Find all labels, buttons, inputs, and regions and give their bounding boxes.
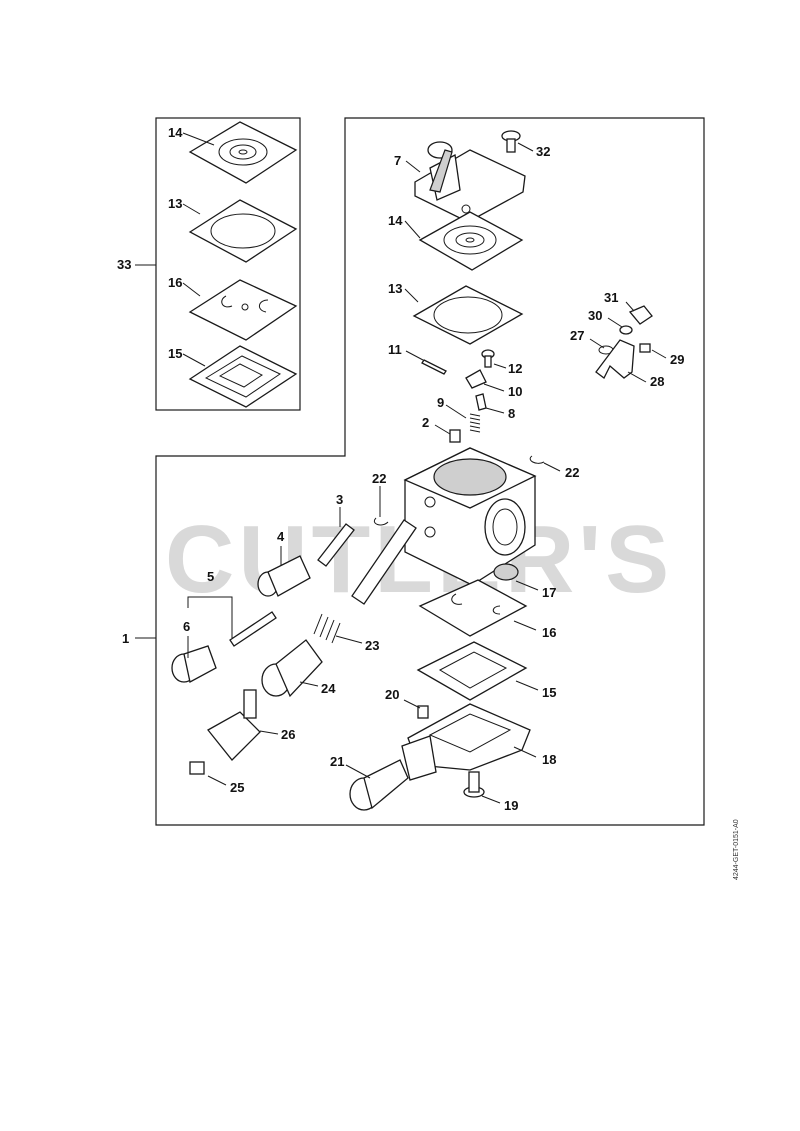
- pin-29: [639, 343, 651, 353]
- label-30: 30: [588, 308, 602, 323]
- label-18: 18: [542, 752, 556, 767]
- screw-32: [501, 130, 521, 153]
- label-17: 17: [542, 585, 556, 600]
- label-21: 21: [330, 754, 344, 769]
- kit-diaphragm-14: [188, 121, 298, 184]
- label-1: 1: [122, 631, 129, 646]
- screw-19: [463, 771, 485, 798]
- washer-30: [619, 325, 633, 335]
- label-19: 19: [504, 798, 518, 813]
- screw-12: [481, 349, 495, 368]
- label-15: 15: [542, 685, 556, 700]
- screw-25: [189, 761, 205, 775]
- kit-gasket-15: [188, 345, 298, 408]
- clip-22-left: [374, 517, 389, 526]
- needle-5: [229, 611, 277, 647]
- spring-9: [469, 413, 481, 433]
- diaphragm-14: [418, 211, 524, 271]
- gasket-15: [416, 641, 528, 701]
- pin-11: [421, 359, 447, 375]
- lever-10: [465, 369, 487, 389]
- assembly-frame: [155, 117, 705, 826]
- label-29: 29: [670, 352, 684, 367]
- label-23: 23: [365, 638, 379, 653]
- label-2: 2: [422, 415, 429, 430]
- document-id: 4244-GET-0151-A0: [733, 819, 740, 880]
- label-24: 24: [321, 681, 336, 696]
- label-22-right: 22: [565, 465, 579, 480]
- plug-2: [449, 429, 461, 443]
- needle-8: [475, 393, 487, 411]
- label-13-kit: 13: [168, 196, 182, 211]
- label-10: 10: [508, 384, 522, 399]
- cap-6: [171, 645, 217, 683]
- label-7: 7: [394, 153, 401, 168]
- kit-frame: [155, 117, 301, 411]
- label-27: 27: [570, 328, 584, 343]
- plug-20: [417, 705, 429, 719]
- label-6: 6: [183, 619, 190, 634]
- gasket-16: [418, 579, 528, 637]
- housing-24: [261, 639, 323, 698]
- label-20: 20: [385, 687, 399, 702]
- screw-31: [628, 305, 653, 325]
- label-11: 11: [388, 342, 402, 357]
- label-32: 32: [536, 144, 550, 159]
- label-12: 12: [508, 361, 522, 376]
- spring-23: [313, 613, 341, 644]
- label-15-kit: 15: [168, 346, 182, 361]
- screen-17: [493, 563, 519, 581]
- label-3: 3: [336, 492, 343, 507]
- label-33: 33: [117, 257, 131, 272]
- gasket-13: [412, 285, 524, 345]
- kit-gasket-16: [188, 279, 298, 341]
- label-8: 8: [508, 406, 515, 421]
- label-4: 4: [277, 529, 285, 544]
- label-14: 14: [388, 213, 403, 228]
- cover-7: [414, 141, 526, 223]
- kit-gasket-13: [188, 199, 298, 263]
- label-16-kit: 16: [168, 275, 182, 290]
- needle-3: [317, 523, 355, 567]
- limiter-4: [257, 555, 311, 597]
- part-labels: 33 14 13 16 15 32 7 14 13 11 12 10 8 9 2…: [117, 125, 684, 813]
- label-13: 13: [388, 281, 402, 296]
- leader-lines: [182, 132, 667, 804]
- label-22-left: 22: [372, 471, 386, 486]
- label-16: 16: [542, 625, 556, 640]
- label-5: 5: [207, 569, 214, 584]
- pump-body-18: [401, 703, 531, 781]
- adjuster-21: [349, 759, 409, 811]
- label-28: 28: [650, 374, 664, 389]
- label-25: 25: [230, 780, 244, 795]
- clip-22-right: [529, 455, 545, 464]
- label-9: 9: [437, 395, 444, 410]
- knob-26: [207, 689, 261, 761]
- label-31: 31: [604, 290, 618, 305]
- carburetor-body: [403, 447, 537, 586]
- label-26: 26: [281, 727, 295, 742]
- lever-28: [595, 339, 635, 379]
- throttle-shaft: [351, 519, 417, 605]
- label-14-kit: 14: [168, 125, 183, 140]
